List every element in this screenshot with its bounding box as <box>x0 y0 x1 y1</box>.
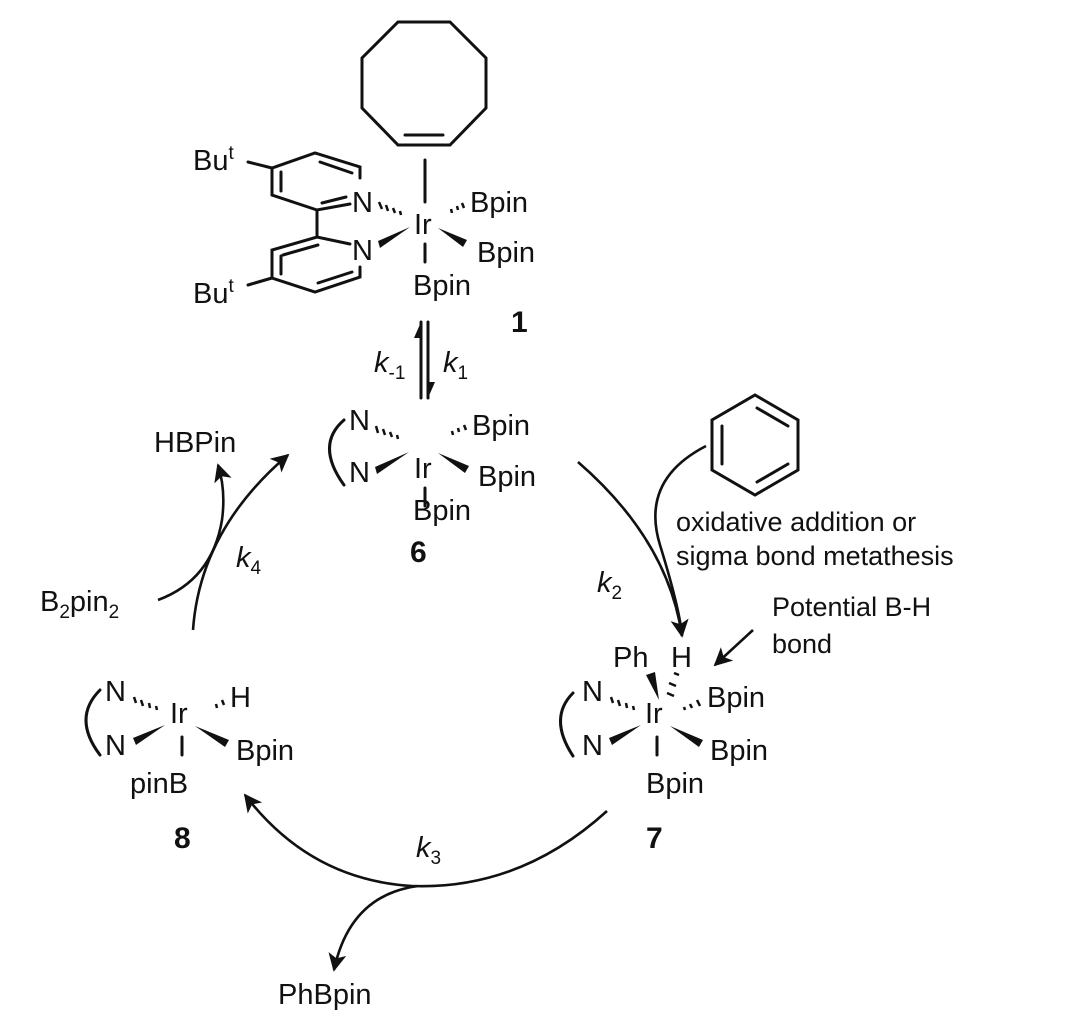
iridium-center: Ir <box>414 453 432 485</box>
bh-note-line1: Potential B-H <box>772 592 931 622</box>
bh-note-line2: bond <box>772 629 832 659</box>
nitrogen-top: N <box>352 187 373 219</box>
rate-k2: k2 <box>597 567 622 604</box>
bpin-label: Bpin <box>477 237 535 269</box>
chelate-arc <box>559 691 575 758</box>
step-k2: k2 oxidative addition or sigma bond meta… <box>577 393 954 638</box>
benzene-ring <box>710 393 800 497</box>
mechanism-note-line1: oxidative addition or <box>676 507 916 537</box>
nitrogen-bottom: N <box>352 235 373 267</box>
bpin-label: Bpin <box>478 461 536 493</box>
complex-6: N N Ir Bpin Bpin Bpin 6 <box>328 405 536 569</box>
rate-k1: k1 <box>443 347 468 384</box>
bh-pointer-arrow <box>713 629 754 667</box>
rate-k3: k3 <box>416 832 441 869</box>
nitrogen-top: N <box>349 405 370 437</box>
bpin-label: Bpin <box>413 270 471 302</box>
rate-k4: k4 <box>236 542 262 579</box>
complex-8: N N Ir H Bpin pinB 8 <box>84 676 294 855</box>
iridium-center: Ir <box>414 209 432 241</box>
reagent-b2pin2: B2pin2 <box>40 586 119 623</box>
product-phbpin: PhBpin <box>278 979 372 1011</box>
equilibrium-arrows: k-1 k1 <box>374 320 468 400</box>
phenyl-label: Ph <box>613 642 648 674</box>
tbu-top-label: But <box>193 143 234 177</box>
bpin-label: Bpin <box>707 682 765 714</box>
complex-7: Potential B-H bond Ph H N N Ir Bpin Bpin… <box>559 592 931 855</box>
mechanism-note-line2: sigma bond metathesis <box>676 541 954 571</box>
rate-k-minus1: k-1 <box>374 347 405 384</box>
nitrogen-bottom: N <box>582 730 603 762</box>
hydride-label: H <box>230 682 251 714</box>
compound-number-1: 1 <box>511 306 528 339</box>
benzene-entry-curve <box>654 444 707 637</box>
arrow-k4 <box>191 453 290 631</box>
nitrogen-bottom: N <box>349 457 370 489</box>
hydride-label: H <box>671 642 692 674</box>
hashed-bond <box>377 201 466 216</box>
bipyridine-ligand <box>246 151 362 294</box>
bpin-label: Bpin <box>413 495 471 527</box>
bpin-label: Bpin <box>646 768 704 800</box>
iridium-center: Ir <box>645 698 663 730</box>
arrow-k2 <box>577 461 689 638</box>
tbu-bottom-label: But <box>193 276 234 310</box>
nitrogen-bottom: N <box>105 730 126 762</box>
compound-number-7: 7 <box>646 822 663 855</box>
bpin-label: Bpin <box>470 187 528 219</box>
wedge-bond <box>438 228 467 247</box>
bpin-label: Bpin <box>472 410 530 442</box>
compound-number-8: 8 <box>174 822 191 855</box>
cyclooctene-ring <box>360 20 488 147</box>
bpin-label: Bpin <box>710 735 768 767</box>
step-k4: k4 HBPin B2pin2 <box>40 427 290 631</box>
arrow-phbpin-release <box>328 884 419 972</box>
compound-number-6: 6 <box>410 536 427 569</box>
product-hbpin: HBPin <box>154 427 236 459</box>
chelate-arc <box>84 688 102 757</box>
pinb-label: pinB <box>130 768 188 800</box>
iridium-center: Ir <box>170 698 188 730</box>
complex-1: But But N N Ir Bpin Bpin Bpin 1 <box>193 20 535 339</box>
bpin-label: Bpin <box>236 735 294 767</box>
arrow-hbpin-release <box>157 463 232 602</box>
wedge-bond <box>378 227 410 248</box>
nitrogen-top: N <box>582 676 603 708</box>
nitrogen-top: N <box>105 676 126 708</box>
step-k3: k3 PhBpin <box>243 793 608 1011</box>
chelate-arc <box>328 418 346 487</box>
